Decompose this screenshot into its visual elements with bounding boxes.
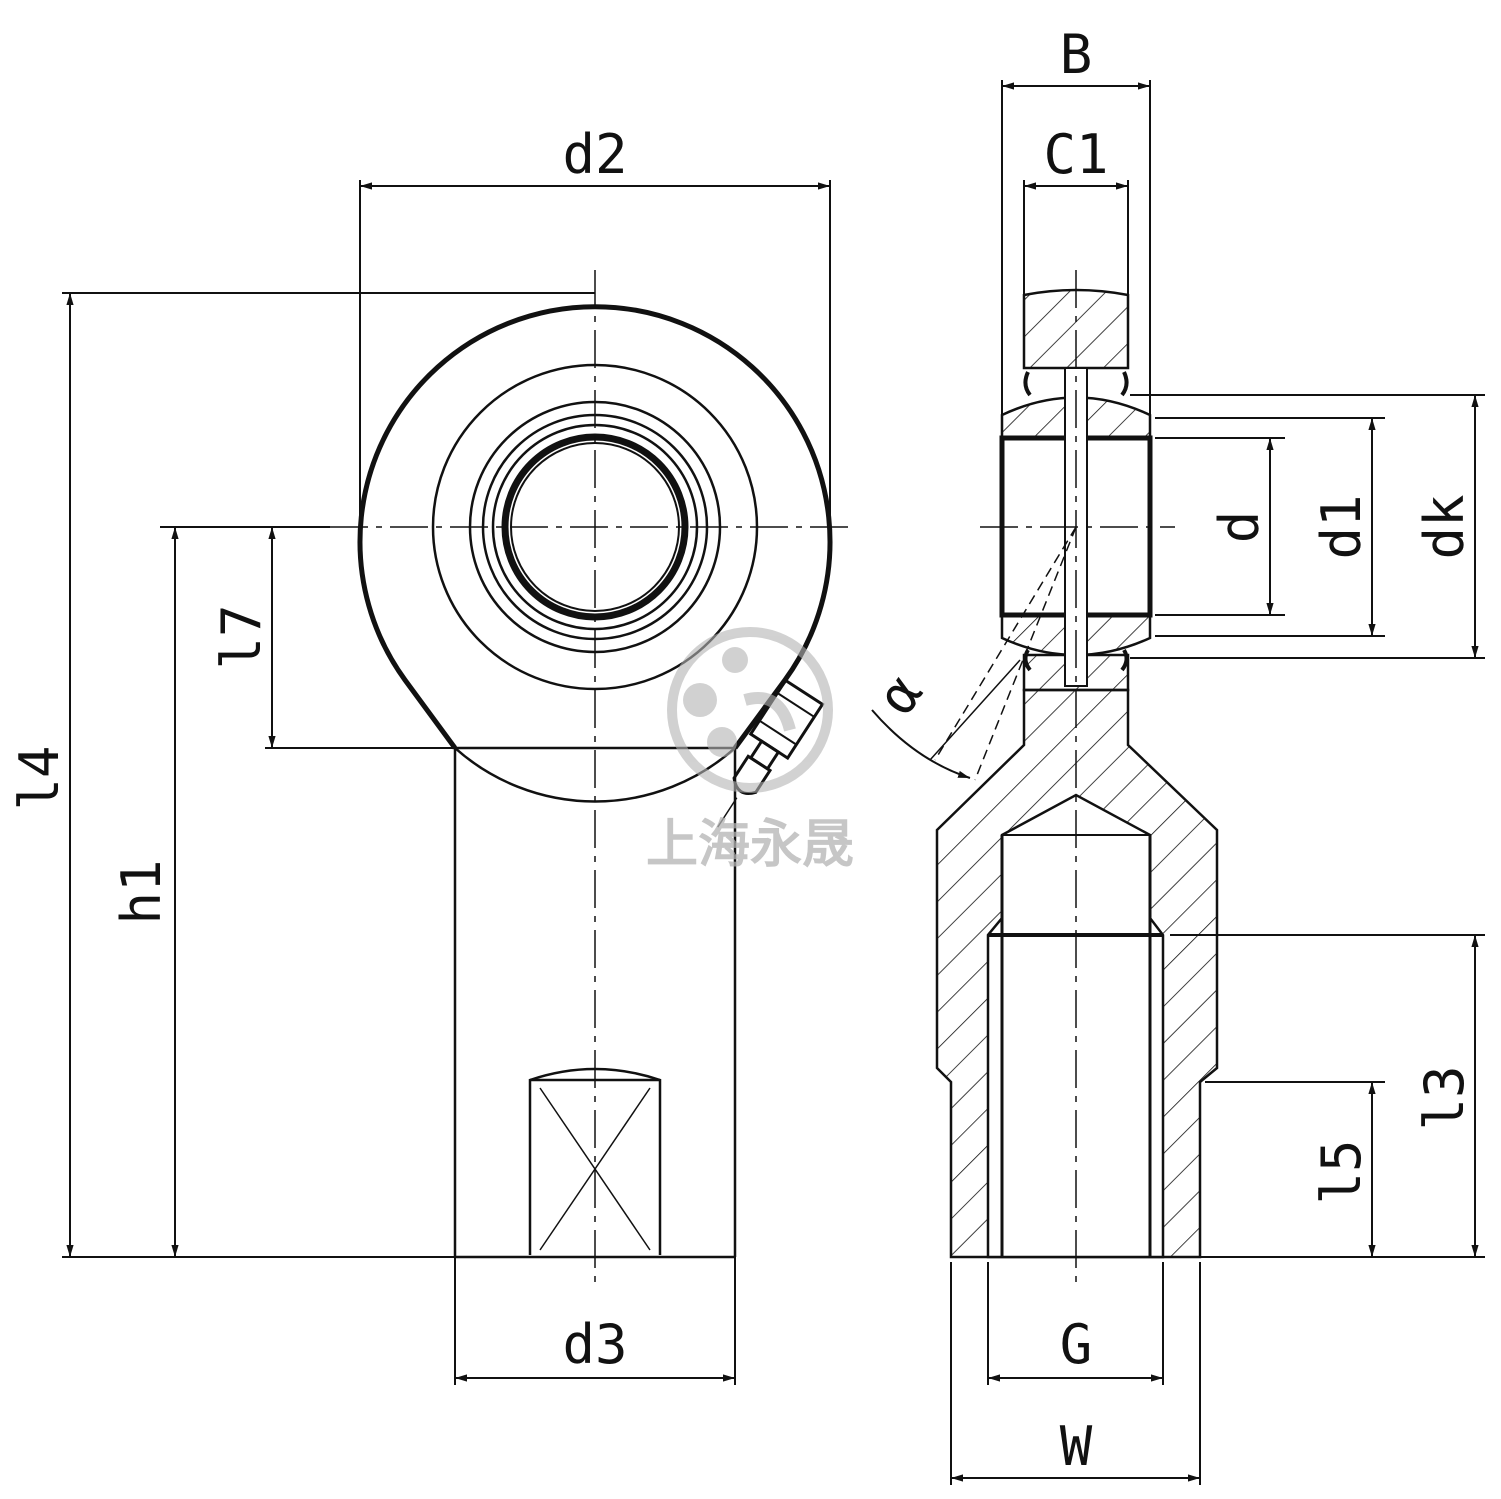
company-logo-icon xyxy=(667,627,833,793)
wrench-flat-diag-2 xyxy=(539,1087,651,1251)
watermark-text: 上海永晟 xyxy=(646,815,854,875)
seal-left-top xyxy=(1023,371,1032,397)
label-l5: l5 xyxy=(1310,1139,1373,1204)
label-h1: h1 xyxy=(110,859,173,924)
label-C1: C1 xyxy=(1043,123,1108,186)
seal-right-bottom xyxy=(1120,648,1129,672)
label-d: d xyxy=(1208,511,1271,544)
label-d3: d3 xyxy=(562,1313,627,1376)
label-d2: d2 xyxy=(562,123,627,186)
label-W: W xyxy=(1060,1415,1093,1478)
label-d1: d1 xyxy=(1310,494,1373,559)
alpha-arc xyxy=(871,709,971,779)
label-B: B xyxy=(1060,23,1093,86)
label-alpha: α xyxy=(865,663,935,726)
label-l4: l4 xyxy=(8,745,71,810)
label-G: G xyxy=(1060,1313,1093,1376)
seal-right-top xyxy=(1120,371,1129,397)
label-l7: l7 xyxy=(210,604,273,669)
side-dimensions xyxy=(950,80,1485,1485)
label-l3: l3 xyxy=(1413,1065,1476,1130)
front-dimensions xyxy=(62,180,831,1385)
front-view xyxy=(330,270,855,1282)
outer-ring-top-section xyxy=(1022,288,1130,370)
side-view xyxy=(871,270,1219,1282)
seal-left-bottom xyxy=(1023,648,1032,672)
label-dk: dk xyxy=(1413,494,1476,559)
